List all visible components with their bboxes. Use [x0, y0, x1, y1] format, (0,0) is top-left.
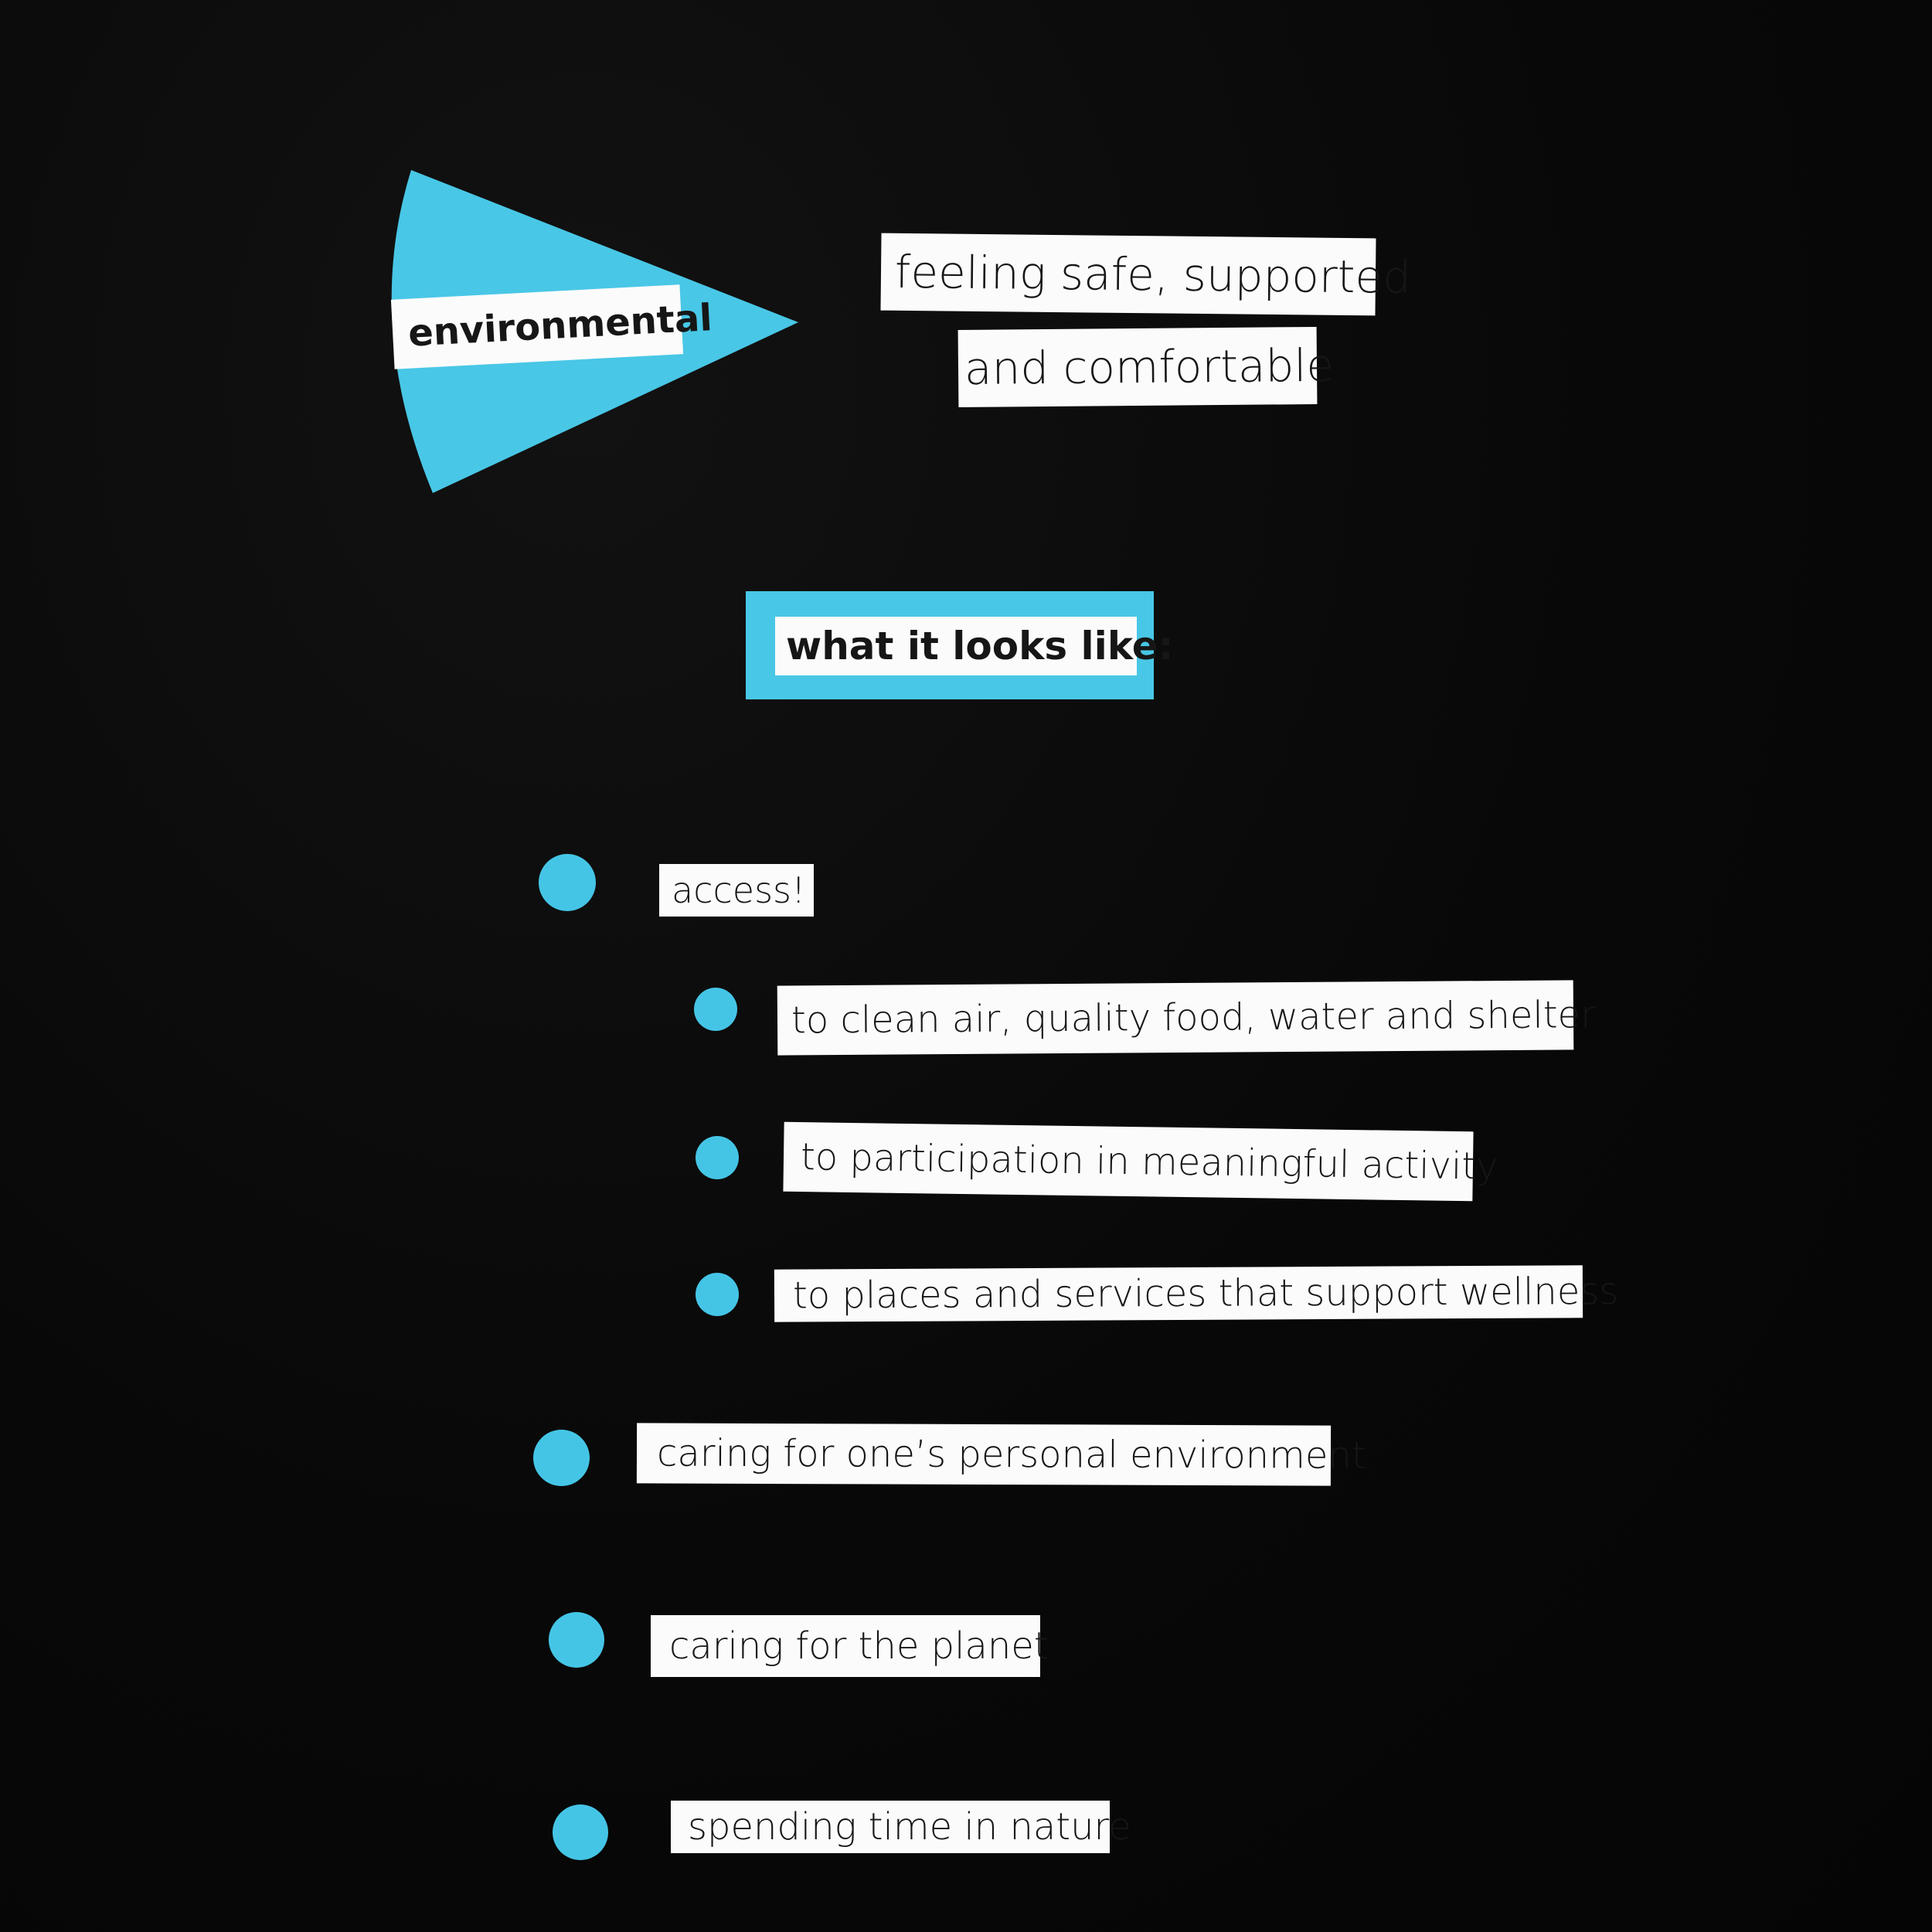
bullet-dot-personal-environment — [533, 1430, 590, 1486]
list-item-access: access! — [659, 864, 814, 917]
list-item-clean-air: to clean air, quality food, water and sh… — [777, 980, 1596, 1056]
list-item-planet: caring for the planet — [651, 1615, 1049, 1677]
bullet-dot-participation — [696, 1136, 739, 1179]
definition-line-2: and comfortable — [957, 326, 1334, 408]
list-item-participation: to participation in meaningful activity — [783, 1121, 1498, 1202]
definition-line-1: feeling safe, supported — [880, 233, 1411, 316]
list-item-nature: spending time in nature — [671, 1801, 1131, 1853]
bullet-dot-nature — [553, 1804, 608, 1860]
bullet-dot-planet — [549, 1612, 604, 1668]
list-item-places-services: to places and services that support well… — [774, 1265, 1618, 1322]
bullet-dot-clean-air — [694, 988, 737, 1031]
section-heading: what it looks like: — [775, 617, 1174, 675]
list-item-personal-environment: caring for one’s personal environment — [636, 1423, 1366, 1486]
bullet-dot-places-services — [696, 1273, 739, 1316]
bullet-dot-access — [539, 854, 596, 911]
